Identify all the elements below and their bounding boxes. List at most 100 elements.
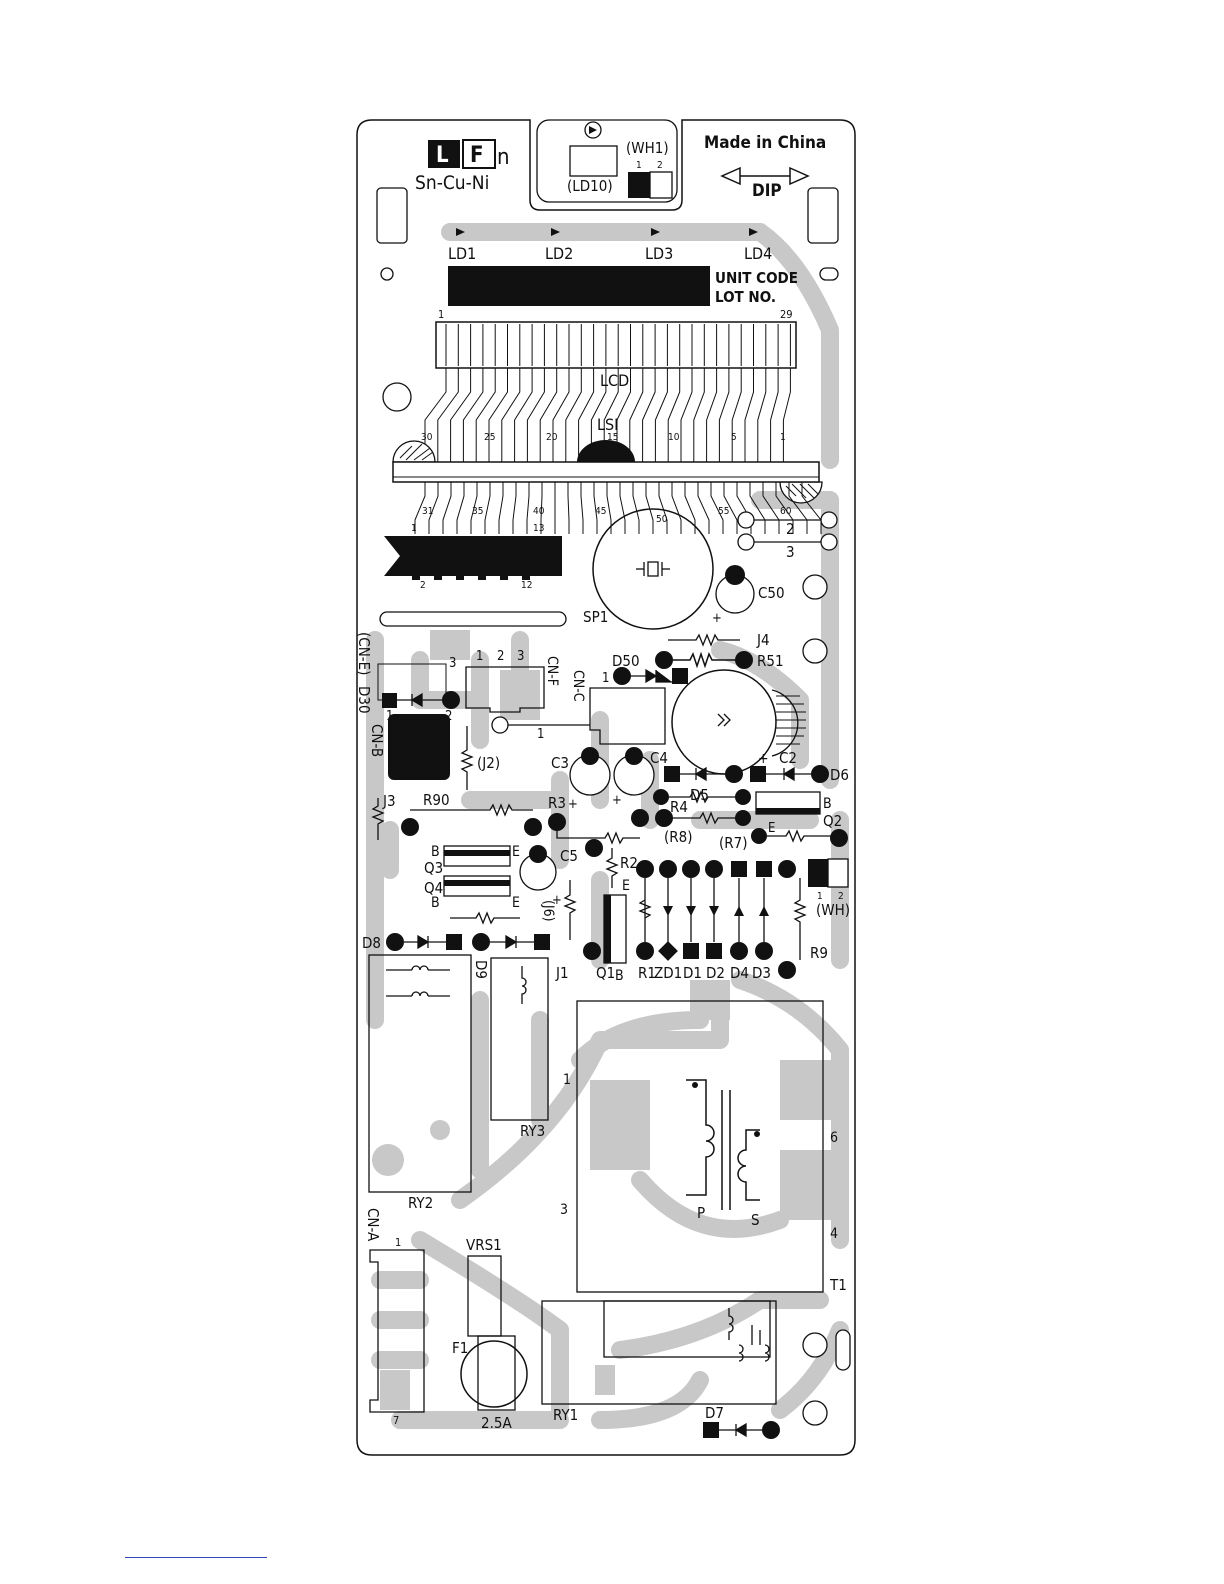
j1-label: J1 [555, 964, 569, 982]
large-cap-hatch [776, 695, 806, 745]
lsi-pin-31: 31 [422, 506, 433, 517]
q2-b-label: B [823, 796, 832, 812]
lsi-pin-5: 5 [731, 432, 737, 443]
led-label-1: LD1 [448, 244, 476, 263]
q1-pad [583, 942, 601, 960]
diode-triangle-icon [759, 906, 769, 916]
t1-label: T1 [829, 1276, 847, 1294]
mount-hole-right-3 [802, 1332, 828, 1358]
cn-b-chip [388, 714, 450, 780]
small-connector [384, 536, 562, 576]
cn-a-connector [369, 1249, 425, 1413]
diode-group-bottom-pad [636, 942, 654, 960]
conn-pin-tab [478, 574, 486, 580]
alloy-text: Sn-Cu-Ni [415, 172, 489, 194]
wh1-pad-1 [628, 172, 650, 198]
lsi-pin-1: 1 [780, 432, 786, 443]
board-slot-right [835, 1329, 851, 1371]
large-cap-symbol [717, 713, 731, 727]
fuse-holder [477, 1335, 516, 1411]
lcd-fan-trace [552, 368, 570, 462]
r4-pad-1 [653, 789, 669, 805]
lsi-bottom-trace [456, 482, 465, 534]
mount-slot-small [819, 267, 839, 281]
diode-group-bottom-pad [730, 942, 748, 960]
q2-bar [756, 808, 820, 814]
lsi-bottom-trace [762, 482, 780, 534]
lcd-fan-trace [642, 368, 656, 462]
c3-label: C3 [551, 754, 569, 772]
lsi-bottom-traces [414, 482, 822, 534]
wh1-pad-2 [649, 171, 673, 199]
jumper-pads [737, 511, 838, 551]
cn-f-label: CN-F [544, 656, 560, 686]
ry2-hole-2 [430, 1120, 450, 1140]
lcd-fan-trace [437, 368, 459, 462]
lsi-bottom-trace [484, 482, 491, 534]
diode-group-top-pad [682, 860, 700, 878]
r7-pad-2 [830, 829, 848, 847]
d50-pad-2 [672, 668, 688, 684]
q4-b-label: B [431, 895, 440, 911]
conn-pin-1: 1 [411, 523, 417, 534]
lsi-pin-45: 45 [595, 506, 606, 517]
wh-pin-2: 2 [838, 891, 844, 902]
lcd-fan-trace [629, 368, 644, 462]
lsi-mount-left-hatch [399, 443, 434, 461]
led-3-icon [651, 228, 660, 236]
lcd-label: LCD [600, 371, 629, 390]
wh-pad-2 [827, 858, 849, 888]
cn-f-pad [491, 716, 509, 734]
lcd-fan-traces [424, 368, 791, 462]
transformer-t1 [576, 1000, 824, 1293]
led-label-2: LD2 [545, 244, 573, 263]
lcd-fan-trace [693, 368, 705, 462]
lcd-pin-first: 1 [438, 308, 444, 321]
resistor-r4 [669, 790, 735, 804]
diode-c2-icon [680, 766, 726, 782]
lsi-bottom-trace [498, 482, 504, 534]
cn-f-pin-2: 2 [497, 649, 504, 664]
lcd-fan-trace [718, 368, 730, 462]
dip-label: DIP [752, 181, 782, 201]
lf-letter-l: L [436, 143, 449, 168]
diode-d6-icon [766, 766, 812, 782]
c2-pad-2 [750, 766, 766, 782]
d7-pad-2 [762, 1421, 780, 1439]
r2-pad [585, 839, 603, 857]
lsi-bottom-trace [801, 482, 822, 534]
sp1-label: SP1 [583, 608, 608, 626]
long-slot [379, 611, 567, 627]
ry2-hole-1 [372, 1144, 404, 1176]
d9-label: D9 [472, 960, 490, 979]
q1-label: Q1 [596, 964, 615, 982]
conn-pin-tab [456, 574, 464, 580]
c4-label: C4 [650, 749, 668, 767]
zd1-pad [658, 941, 678, 961]
lf-logo: L F n [428, 139, 510, 170]
lsi-bottom-trace [697, 482, 710, 534]
d1-label: D1 [683, 964, 702, 982]
t1-p-label: P [697, 1204, 705, 1222]
lsi-bottom-trace [512, 482, 517, 534]
d50-label: D50 [612, 652, 640, 670]
diode-group-top-pad [659, 860, 677, 878]
speaker-sp1 [592, 508, 714, 630]
r9-label: R9 [810, 944, 828, 962]
j4-label: J4 [756, 631, 770, 649]
r90-pad-1 [401, 818, 419, 836]
pin-1-a: 1 [602, 671, 609, 686]
t1-pin-1: 1 [563, 1072, 571, 1088]
lcd-fan-trace [565, 368, 582, 462]
made-in-china: Made in China [704, 133, 826, 153]
d8-pad-2 [446, 934, 462, 950]
lsi-bottom-trace [632, 482, 640, 534]
jumper-3-label: 3 [786, 543, 795, 561]
resistor-r8 [672, 811, 743, 825]
mount-slot-left [376, 187, 408, 244]
ry3-label: RY3 [520, 1122, 545, 1140]
ry1-label: RY1 [553, 1406, 578, 1424]
wh1-pin-2: 2 [657, 160, 663, 171]
lsi-label: LSI [597, 415, 618, 434]
pin-1-c: 1 [537, 727, 544, 742]
